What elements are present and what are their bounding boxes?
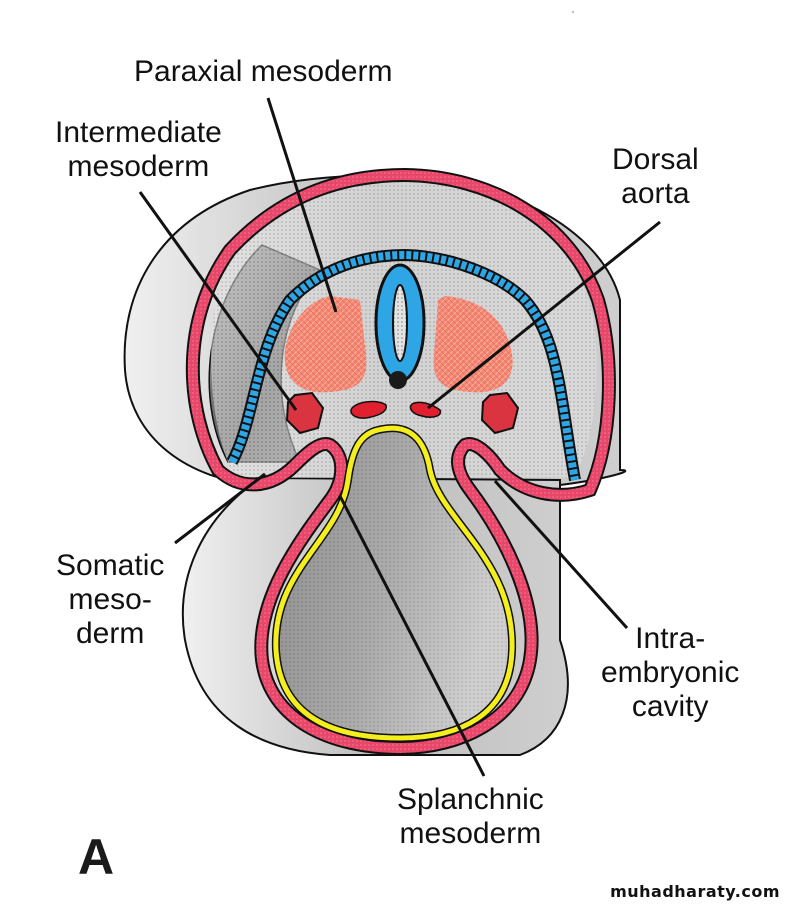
label-text: mesoderm <box>399 817 542 850</box>
label-text: embryonic <box>601 656 740 689</box>
label-paraxial-mesoderm: Paraxial mesoderm <box>134 55 392 89</box>
label-intermediate-mesoderm: Intermediate mesoderm <box>55 116 222 184</box>
label-dorsal-aorta: Dorsal aorta <box>612 143 699 211</box>
yolk-sac-texture <box>275 428 513 738</box>
ectoderm-fill <box>228 250 579 481</box>
label-text: Splanchnic <box>397 783 544 816</box>
leader-lines <box>138 97 661 777</box>
label-text: Somatic <box>56 549 165 582</box>
label-text: derm <box>76 617 145 650</box>
dorsal-aorta-left <box>350 400 387 419</box>
dorsal-aorta-right <box>409 401 442 418</box>
label-intra-embryonic-cavity: Intra- embryonic cavity <box>601 622 739 724</box>
leader-dorsal-aorta <box>427 220 661 410</box>
label-text: Dorsal <box>612 143 699 176</box>
intermediate-mesoderm-left <box>285 391 325 435</box>
neural-canal <box>392 284 408 362</box>
watermark: muhadharaty.com <box>610 882 780 901</box>
somatic-mesoderm-fill <box>187 169 614 754</box>
label-text: mesoderm <box>67 150 210 183</box>
paraxial-mesoderm-right <box>433 296 513 393</box>
leader-somatic <box>174 472 266 545</box>
endoderm-fill <box>273 425 515 741</box>
scan-speck <box>572 11 574 13</box>
label-text: cavity <box>631 690 709 723</box>
intermediate-mesoderm-right <box>480 391 520 435</box>
panel-letter: A <box>78 829 115 885</box>
label-text: meso- <box>68 583 152 616</box>
label-splanchnic-mesoderm: Splanchnic mesoderm <box>397 783 544 851</box>
label-text: Paraxial mesoderm <box>134 55 393 88</box>
label-text: Intra- <box>635 622 706 655</box>
label-somatic-mesoderm: Somatic meso- derm <box>56 549 164 651</box>
label-text: aorta <box>621 177 690 210</box>
leader-intra-embryonic <box>493 479 629 630</box>
leader-intermediate <box>138 191 298 411</box>
label-text: Intermediate <box>55 116 222 149</box>
notochord <box>389 371 407 389</box>
leader-splanchnic <box>338 495 486 777</box>
paraxial-mesoderm-left <box>284 296 367 393</box>
leader-paraxial <box>266 97 338 313</box>
